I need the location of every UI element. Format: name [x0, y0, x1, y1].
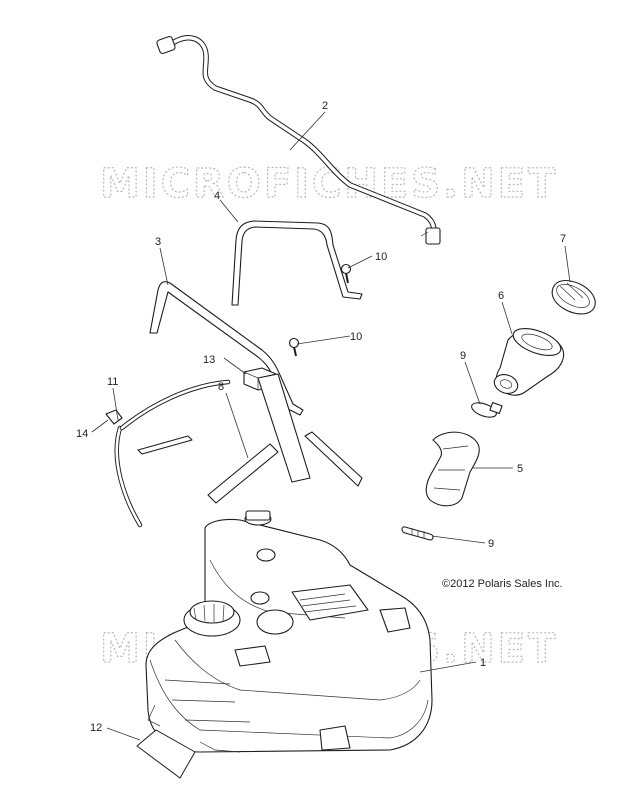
filler-neck-icon [493, 328, 565, 396]
callout-2: 2 [322, 100, 328, 112]
callout-5: 5 [517, 463, 523, 475]
callout-12: 12 [90, 722, 102, 734]
fuel-cap-icon [551, 279, 596, 315]
label-sticker-icon [136, 729, 196, 779]
callout-10-upper: 10 [375, 251, 387, 263]
vent-hose-icon [156, 35, 441, 245]
tank-strap-icon [149, 281, 304, 416]
foam-strip-icon [137, 373, 363, 504]
callout-13: 13 [203, 354, 215, 366]
callout-14: 14 [76, 428, 88, 440]
hose-clamp-icon [401, 401, 503, 541]
watermark-upper: MICROFICHES.NET [100, 161, 558, 207]
callout-6: 6 [498, 290, 504, 302]
callout-7: 7 [560, 233, 566, 245]
copyright-notice: ©2012 Polaris Sales Inc. [442, 578, 563, 590]
clip-icon [105, 409, 123, 425]
callout-9-lower: 9 [488, 538, 494, 550]
callout-4: 4 [214, 190, 220, 202]
vent-hose-icon [114, 379, 231, 528]
callout-1: 1 [480, 657, 486, 669]
tank-strap-icon [231, 220, 363, 306]
callout-11: 11 [107, 376, 118, 388]
callout-8: 8 [218, 381, 224, 393]
callout-9-upper: 9 [460, 350, 466, 362]
vent-hose-icon [425, 431, 480, 507]
fuel-tank-icon [145, 510, 433, 753]
bolt-icon [288, 263, 352, 357]
callout-3: 3 [155, 236, 161, 248]
leader-lines [91, 111, 571, 741]
callout-10-lower: 10 [350, 331, 362, 343]
